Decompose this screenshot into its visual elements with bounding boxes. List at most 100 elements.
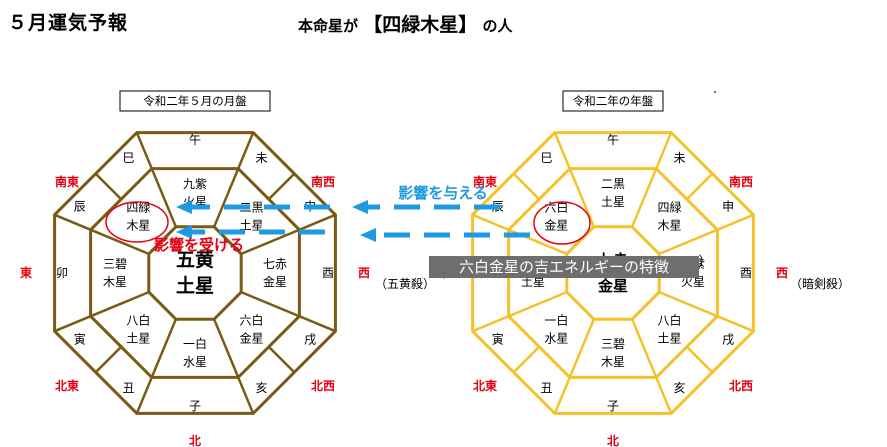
monthly-zodiac-wnw: 戌 <box>304 333 316 347</box>
yearly-star-sw: 四緑木星 <box>658 199 682 232</box>
yearly-zodiac-w: 酉 <box>740 266 752 280</box>
yearly-direction-w: 西 <box>776 266 788 280</box>
yearly-zodiac-divider <box>685 345 714 374</box>
monthly-direction-n: 北 <box>189 433 201 447</box>
yearly-zodiac-nne: 丑 <box>540 381 552 395</box>
yearly-direction-ne: 北東 <box>473 378 497 393</box>
receive-influence-label: 影響を受ける <box>154 236 244 254</box>
yearly-zodiac-wnw: 戌 <box>722 333 734 347</box>
monthly-zodiac-divider <box>267 172 296 201</box>
yearly-star-s-element: 土星 <box>601 195 625 209</box>
yearly-star-center-element: 金星 <box>597 277 628 295</box>
monthly-star-center-number: 五黄 <box>176 248 214 271</box>
yearly-zodiac-ssw: 未 <box>673 151 685 165</box>
monthly-spoke <box>54 213 150 256</box>
monthly-star-n-element: 水星 <box>183 355 207 369</box>
monthly-zodiac-n: 子 <box>189 399 201 413</box>
monthly-spoke <box>240 213 336 256</box>
yearly-zodiac-n: 子 <box>607 399 619 413</box>
monthly-star-center-element: 土星 <box>176 275 214 297</box>
fortune-label: 六白金星の吉エネルギーの特徴 <box>459 258 669 276</box>
monthly-zodiac-ese: 辰 <box>74 200 86 214</box>
subtitle-prefix: 本命星が <box>298 17 359 35</box>
monthly-zodiac-sse: 巳 <box>122 151 134 165</box>
yearly-star-se-element: 金星 <box>544 217 568 232</box>
monthly-zodiac-divider <box>267 345 296 374</box>
monthly-zodiac-ene: 寅 <box>74 332 86 347</box>
yearly-direction-nw: 北西 <box>729 378 753 393</box>
monthly-spoke <box>240 290 336 333</box>
monthly-zodiac-ssw: 未 <box>255 151 267 165</box>
arrow-monthly-bottom-head <box>176 225 192 239</box>
yearly-star-n-number: 三碧 <box>601 337 625 351</box>
monthly-direction-e: 東 <box>20 265 32 280</box>
monthly-direction-nw: 北西 <box>311 378 335 393</box>
yearly-caption: 令和二年の年盤 <box>573 94 654 108</box>
arrow-monthly-top <box>176 200 330 214</box>
yearly-zodiac-divider <box>685 172 714 201</box>
monthly-direction-w: 西 <box>358 266 370 280</box>
monthly-center-box <box>147 225 243 321</box>
subtitle-star: 【四緑木星】 <box>363 14 478 36</box>
arrow-monthly-bottom <box>176 225 325 239</box>
yearly-star-ne-element: 水星 <box>544 332 568 346</box>
yearly-star-sw-number: 四緑 <box>658 199 682 214</box>
monthly-direction-se: 南東 <box>55 174 79 189</box>
yearly-spoke <box>658 290 754 333</box>
yearly-zodiac-nnw: 亥 <box>673 381 685 395</box>
monthly-star-ne-element: 土星 <box>126 332 150 346</box>
yearly-direction-se: 南東 <box>473 174 497 189</box>
monthly-star-e-element: 木星 <box>103 275 127 289</box>
yearly-zodiac-ene: 寅 <box>492 332 504 347</box>
decorative-dot <box>714 91 716 93</box>
page-subtitle: 本命星が 【四緑木星】 の人 <box>298 10 513 37</box>
monthly-spoke <box>212 132 255 228</box>
yearly-zodiac-s: 午 <box>607 133 619 147</box>
monthly-direction-sw: 南西 <box>311 174 335 189</box>
arrow-yearly-top-head <box>352 200 368 214</box>
monthly-star-se-element: 木星 <box>126 218 150 232</box>
give-influence-label: 影響を与える <box>398 184 488 202</box>
yearly-star-nw-element: 土星 <box>658 332 682 346</box>
monthly-star-nw-element: 金星 <box>240 331 264 346</box>
monthly-spoke <box>212 318 255 414</box>
yearly-star-sw-element: 木星 <box>658 218 682 232</box>
yearly-zodiac-divider <box>512 172 541 201</box>
monthly-spoke <box>135 132 178 228</box>
monthly-spoke <box>54 290 150 333</box>
monthly-star-w-number: 七赤 <box>263 257 287 271</box>
arrow-yearly-top <box>352 200 500 214</box>
monthly-caption: 令和二年５月の月盤 <box>143 94 247 108</box>
monthly-star-sw-element: 土星 <box>240 218 264 232</box>
yearly-spoke <box>472 290 568 333</box>
fortune-bracket: ） <box>698 255 711 270</box>
monthly-spoke <box>135 318 178 414</box>
yearly-star-s-number: 二黒 <box>601 177 625 191</box>
yearly-star-nw-number: 八白 <box>658 313 682 328</box>
monthly-zodiac-s: 午 <box>189 133 201 147</box>
yearly-star-n-element: 木星 <box>601 355 625 369</box>
monthly-star-ne-number: 八白 <box>126 313 150 328</box>
monthly-star-e-number: 三碧 <box>103 257 127 271</box>
arrow-yearly-bottom-head <box>360 228 376 242</box>
page-title: ５月運気予報 <box>8 12 129 34</box>
monthly-star-nw: 六白金星 <box>240 313 264 346</box>
yearly-spoke <box>553 132 596 228</box>
yearly-highlight-circle <box>533 201 591 245</box>
monthly-zodiac-divider <box>94 345 123 374</box>
yearly-star-w-element: 火星 <box>681 275 705 289</box>
monthly-star-nw-number: 六白 <box>240 313 264 328</box>
monthly-highlight-circle <box>105 201 169 243</box>
yearly-spoke <box>630 132 673 228</box>
monthly-chart: 午未申酉戌亥子丑寅卯辰巳九紫火星二黒土星七赤金星六白金星一白水星八白土星三碧木星… <box>20 90 370 447</box>
west-note: （暗剣殺） <box>790 276 850 291</box>
yearly-zodiac-divider <box>512 345 541 374</box>
